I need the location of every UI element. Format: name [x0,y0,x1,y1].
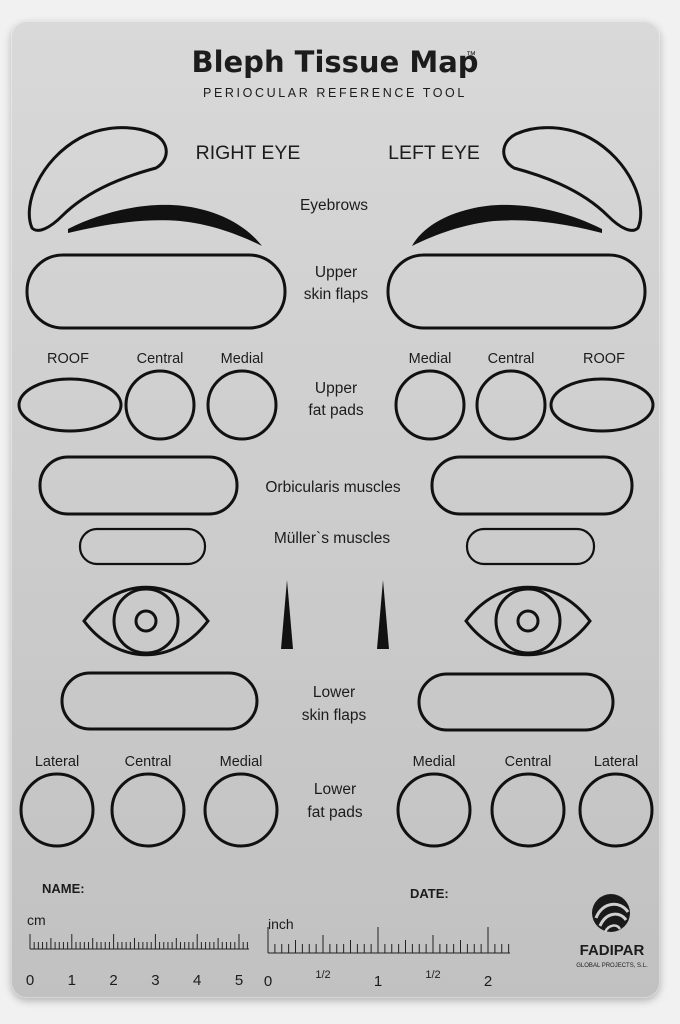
left-lower-medial-fat-pad[interactable] [396,772,472,848]
left-lower-lateral-fat-pad[interactable] [578,772,654,848]
brand-name: FADIPAR [580,942,645,959]
right-eye-outline[interactable] [82,585,210,657]
right-upper-medial-fat-pad[interactable] [206,369,278,441]
right-lower-lateral-fat-pad[interactable] [19,772,95,848]
inch-ruler-number: 1/2 [315,969,330,981]
left-lower-central-fat-pad[interactable] [490,772,566,848]
left-upper-skin-flap[interactable] [386,253,647,330]
inch-ruler-number: 2 [484,973,492,990]
left-roof-fat-pad[interactable] [549,377,655,433]
right-eyebrow-outline[interactable] [27,126,168,232]
name-field-label: NAME: [42,881,85,896]
right-eyebrow-mark[interactable] [68,204,262,246]
inch-ruler-unit: inch [268,916,294,932]
cm-ruler-number: 4 [193,972,201,989]
upper-skin-label-line1: Upper [315,264,357,281]
cm-ruler-number: 0 [26,972,34,989]
right-lower-central-fat-pad[interactable] [110,772,186,848]
inch-ruler-number: 0 [264,973,272,990]
orbicularis-label: Orbicularis muscles [265,479,400,496]
left-eyebrow-mark[interactable] [412,204,602,246]
right-lower-medial-label: Medial [220,754,263,770]
right-upper-medial-label: Medial [221,351,264,367]
left-roof-label: ROOF [583,351,625,367]
cm-ruler-unit: cm [27,912,46,928]
inch-ruler-number: 1/2 [425,969,440,981]
right-lower-central-label: Central [125,754,172,770]
cm-ruler-number: 3 [151,972,159,989]
cm-ruler-numbers: 0 1 2 3 4 5 [26,972,243,989]
cm-ruler-number: 5 [235,972,243,989]
upper-skin-label-line2: skin flaps [304,286,369,303]
inch-ruler-number: 1 [374,973,382,990]
lower-skin-label-line2: skin flaps [302,707,367,724]
right-pupil[interactable] [134,609,158,633]
left-upper-central-fat-pad[interactable] [475,369,547,441]
cm-ruler [29,934,249,950]
cm-ruler-number: 2 [109,972,117,989]
inch-ruler-numbers: 0 1/2 1 1/2 2 [264,969,492,990]
left-lower-skin-flap[interactable] [417,672,615,732]
right-upper-skin-flap[interactable] [25,253,287,330]
left-lower-central-label: Central [505,754,552,770]
left-upper-medial-fat-pad[interactable] [394,369,466,441]
left-eyebrow-outline[interactable] [502,126,643,232]
left-eye-diagram [464,585,592,657]
right-upper-central-fat-pad[interactable] [124,369,196,441]
left-orbicularis-muscle[interactable] [430,455,634,516]
right-eye-heading: RIGHT EYE [196,142,301,164]
upper-fat-label-line1: Upper [315,380,357,397]
left-upper-central-label: Central [488,351,535,367]
right-canthal-wedge[interactable] [281,580,293,649]
fadipar-logo [592,894,630,933]
lower-skin-label-line1: Lower [313,684,355,701]
right-lower-skin-flap[interactable] [60,671,259,731]
lower-fat-label-line1: Lower [314,781,356,798]
right-lower-medial-fat-pad[interactable] [203,772,279,848]
trademark-mark: ™ [466,50,476,61]
page-subtitle: PERIOCULAR REFERENCE TOOL [203,86,467,100]
cm-ruler-number: 1 [68,972,76,989]
date-field-label: DATE: [410,886,449,901]
brand-tagline: GLOBAL PROJECTS, S.L. [576,963,648,969]
right-lower-lateral-label: Lateral [35,754,79,770]
inch-ruler [267,927,510,954]
right-upper-central-label: Central [137,351,184,367]
muller-label: Müller`s muscles [274,530,391,547]
left-lower-lateral-label: Lateral [594,754,638,770]
lower-fat-label-line2: fat pads [307,804,362,821]
left-canthal-wedge[interactable] [377,580,389,649]
left-eye-outline[interactable] [464,585,592,657]
right-roof-fat-pad[interactable] [17,377,123,433]
right-muller-muscle[interactable] [78,527,207,566]
left-upper-medial-label: Medial [409,351,452,367]
right-iris[interactable] [112,587,180,655]
eyebrows-label: Eyebrows [300,197,368,214]
left-eye-heading: LEFT EYE [388,142,480,164]
upper-fat-label-line2: fat pads [308,402,363,419]
page-title: Bleph Tissue Map [191,45,478,79]
right-orbicularis-muscle[interactable] [38,455,239,516]
left-lower-medial-label: Medial [413,754,456,770]
left-iris[interactable] [494,587,562,655]
right-eye-diagram [82,585,210,657]
left-muller-muscle[interactable] [465,527,596,566]
right-roof-label: ROOF [47,351,89,367]
left-pupil[interactable] [516,609,540,633]
